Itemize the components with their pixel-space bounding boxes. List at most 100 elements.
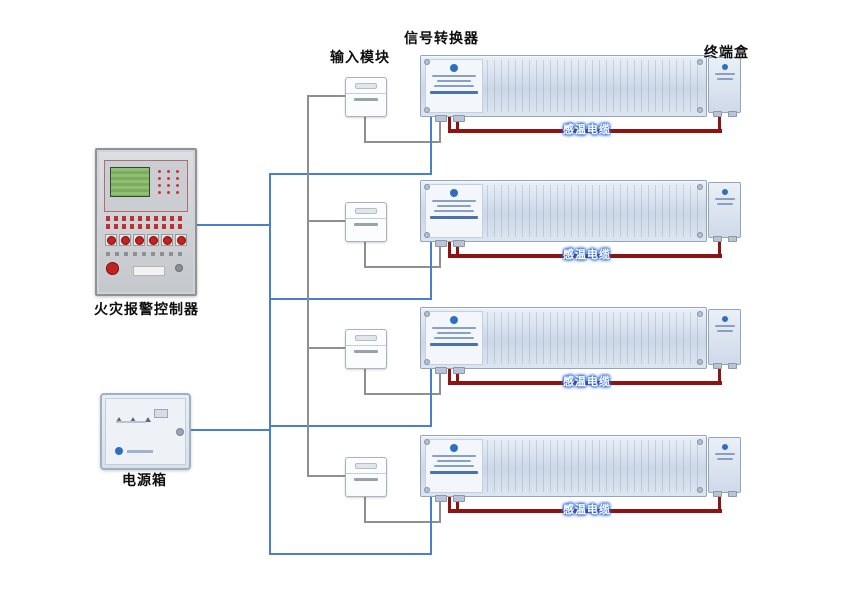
controller-button-row	[105, 234, 187, 246]
powerbox-bus-wire	[187, 429, 271, 431]
converter-info-plate	[425, 59, 483, 113]
converter-row-2: 感温电缆	[0, 180, 850, 310]
controller-display-panel	[104, 160, 188, 212]
terminal-tab	[728, 363, 737, 369]
module-converter-wire	[364, 521, 441, 523]
button-cap	[176, 235, 186, 245]
cable-label: 感温电缆	[563, 504, 611, 516]
brand-tag	[133, 266, 165, 276]
emergency-button	[106, 262, 119, 275]
info-text-bar	[716, 330, 733, 332]
panel-button	[133, 234, 145, 246]
module-divider	[346, 473, 386, 474]
info-text-bar	[432, 75, 476, 77]
sensing-cable-wire	[448, 509, 722, 513]
brand-logo-icon	[450, 64, 458, 72]
signal-converter	[420, 435, 707, 502]
input-module	[345, 329, 387, 369]
signal-converter	[420, 180, 707, 247]
screw-icon	[424, 59, 430, 65]
heatsink-stripes	[487, 60, 701, 112]
panel-button	[119, 234, 131, 246]
terminal-tab	[435, 240, 447, 247]
module-label-plate	[354, 350, 378, 353]
terminal-tab	[713, 236, 722, 242]
screw-icon	[697, 107, 703, 113]
sensing-cable-wire	[456, 117, 459, 131]
heatsink-stripes	[487, 440, 701, 492]
module-label-plate	[354, 223, 378, 226]
sensing-cable-wire	[456, 242, 459, 256]
brand-logo-icon	[115, 447, 123, 455]
controller-bus-wire	[193, 224, 271, 226]
info-text-bar	[714, 453, 735, 455]
triangle-indicator-icon	[116, 417, 122, 422]
brand-logo-icon	[721, 189, 728, 195]
screw-icon	[697, 59, 703, 65]
info-text-bar	[432, 200, 476, 202]
bus-riser-wire	[430, 367, 432, 427]
panel-button	[175, 234, 187, 246]
button-cap	[120, 235, 130, 245]
company-text-bar	[430, 216, 478, 219]
panel-button	[105, 234, 117, 246]
company-text-bar	[430, 343, 478, 346]
screw-icon	[697, 439, 703, 445]
screw-icon	[697, 184, 703, 190]
indicator-triangles	[116, 409, 155, 427]
terminal-tab	[453, 495, 465, 502]
converter-info-plate	[425, 184, 483, 238]
sensing-cable-wire	[718, 238, 721, 256]
module-converter-wire	[439, 115, 441, 143]
fire-alarm-controller	[95, 148, 197, 296]
terminal-tab	[453, 115, 465, 122]
info-text-bar	[437, 205, 471, 207]
module-converter-wire	[364, 115, 366, 143]
bus-branch-3	[269, 425, 432, 427]
info-text-bar	[714, 198, 735, 200]
module-converter-wire	[439, 240, 441, 268]
module-slot	[355, 335, 377, 341]
module-converter-wire	[364, 393, 441, 395]
sensing-cable-wire	[448, 129, 722, 133]
screw-icon	[424, 311, 430, 317]
terminal-tab	[713, 491, 722, 497]
info-text-bar	[127, 450, 153, 453]
bus-riser-wire	[430, 115, 432, 175]
info-text-bar	[716, 203, 733, 205]
terminal-box	[708, 309, 741, 369]
info-text-bar	[434, 337, 474, 339]
heatsink-stripes	[487, 185, 701, 237]
panel-button	[147, 234, 159, 246]
indicator-row	[106, 224, 186, 229]
bus-wire-vertical	[269, 173, 271, 555]
info-text-bar	[716, 78, 733, 80]
label-fire-alarm-controller: 火灾报警控制器	[94, 301, 199, 317]
bus-branch-2	[269, 298, 432, 300]
label-power-box: 电源箱	[122, 472, 167, 488]
info-text-bar	[714, 325, 735, 327]
screw-icon	[424, 107, 430, 113]
heatsink-stripes	[487, 312, 701, 364]
sensing-cable-wire	[448, 497, 451, 511]
module-converter-wire	[364, 240, 366, 268]
button-cap	[148, 235, 158, 245]
bus-riser-wire	[430, 495, 432, 555]
cable-label: 感温电缆	[563, 376, 611, 388]
screw-icon	[424, 232, 430, 238]
module-label-plate	[354, 98, 378, 101]
terminal-tab	[713, 363, 722, 369]
terminal-tab	[435, 115, 447, 122]
module-label-plate	[354, 478, 378, 481]
module-trunk-wire	[307, 95, 309, 477]
brand-logo-icon	[450, 316, 458, 324]
module-branch-wire	[307, 347, 345, 349]
terminal-tab	[453, 240, 465, 247]
module-divider	[346, 218, 386, 219]
label-signal-converter: 信号转换器	[404, 30, 479, 46]
triangle-indicator-icon	[144, 417, 151, 422]
module-converter-wire	[364, 367, 366, 395]
signal-converter	[420, 307, 707, 374]
power-box-panel	[105, 398, 186, 465]
